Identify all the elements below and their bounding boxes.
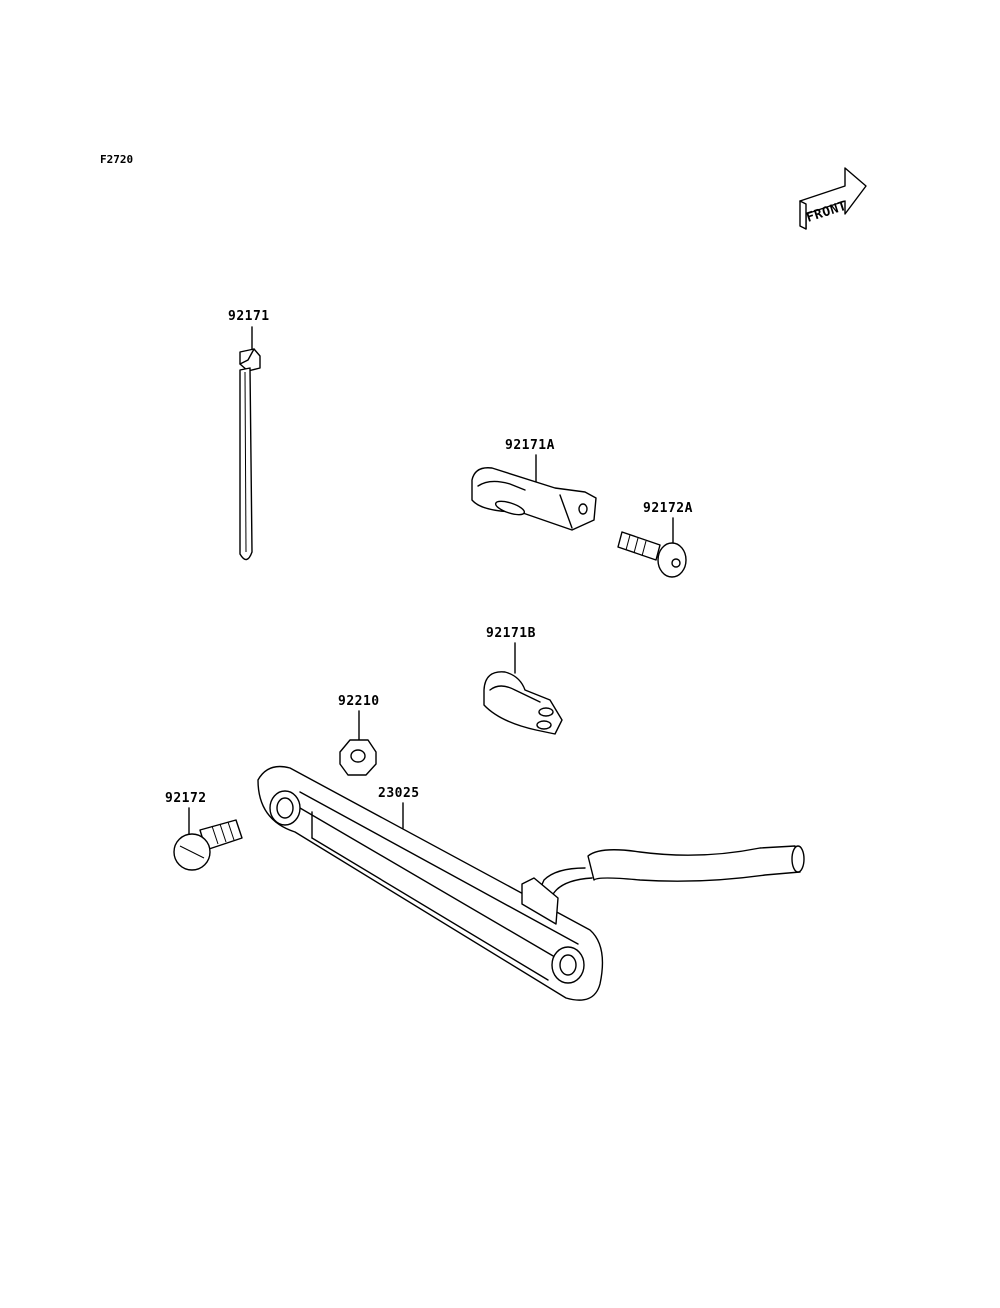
label-92171: 92171 [228, 309, 270, 324]
label-92171A: 92171A [505, 438, 555, 453]
label-92172A: 92172A [643, 501, 693, 516]
figure-code: F2720 [100, 153, 133, 166]
front-arrow-icon: FRONT [799, 167, 867, 230]
part-92171B: 92171B [483, 626, 563, 735]
part-92171A: 92171A [471, 438, 597, 531]
label-92172: 92172 [165, 791, 207, 806]
part-92172: 92172 [165, 791, 243, 871]
part-23025: 23025 [257, 765, 805, 1001]
label-92210: 92210 [338, 694, 380, 709]
part-92172A: 92172A [617, 501, 693, 578]
label-92171B: 92171B [486, 626, 536, 641]
part-92210: 92210 [338, 694, 380, 776]
part-92171: 92171 [228, 309, 270, 561]
label-23025: 23025 [378, 786, 420, 801]
